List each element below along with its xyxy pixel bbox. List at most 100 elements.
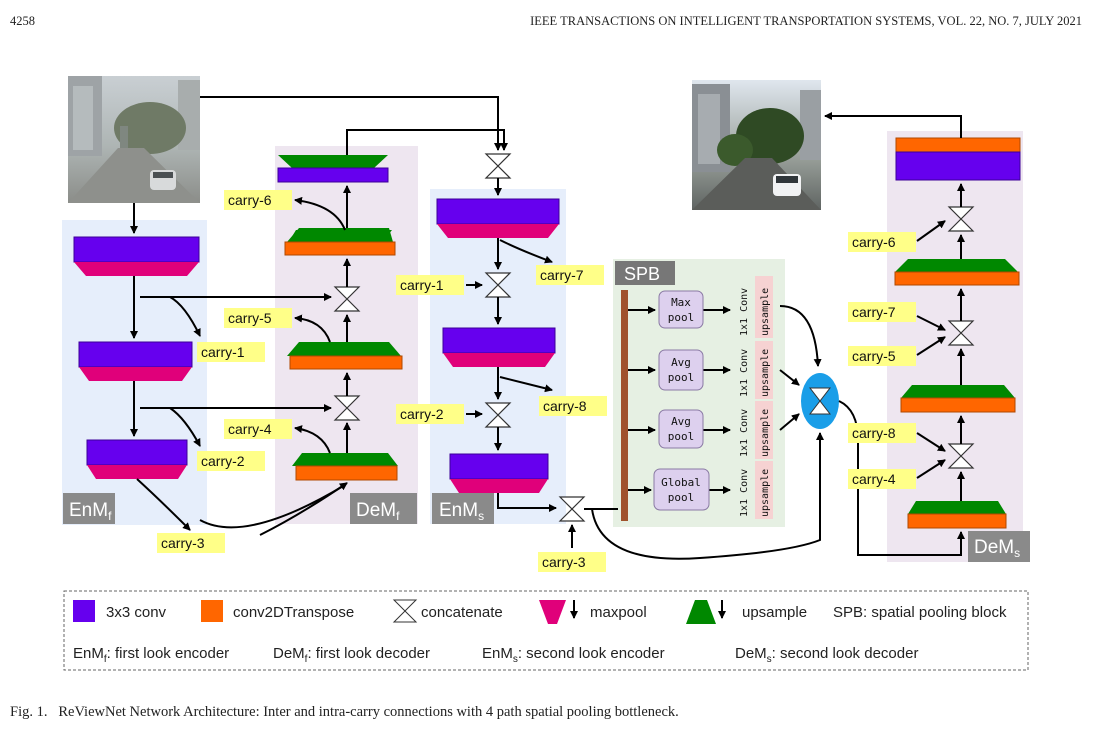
spb-pool-avg-1: Avg pool	[658, 349, 704, 391]
svg-text:upsample: upsample	[760, 409, 771, 457]
carry-label: carry-2	[201, 453, 245, 469]
enms-block-1	[436, 198, 560, 238]
concatenate-icon	[392, 599, 418, 623]
legend-conv: 3x3 conv	[106, 604, 167, 621]
journal-header: IEEE TRANSACTIONS ON INTELLIGENT TRANSPO…	[530, 14, 1082, 28]
spb-conv-upsample-columns: 1x1 Conv upsample 1x1 Conv upsample 1x1 …	[734, 276, 773, 519]
carry-label-bg	[536, 265, 604, 285]
svg-text:Avg: Avg	[671, 356, 691, 369]
dems-label: DeMs	[974, 537, 1020, 560]
dems-label-bg	[968, 531, 1030, 562]
caption-text: ReViewNet Network Architecture: Inter an…	[58, 704, 679, 720]
carry-label: carry-2	[400, 406, 444, 422]
svg-text:1x1 Conv: 1x1 Conv	[739, 349, 750, 397]
svg-text:pool: pool	[668, 311, 695, 324]
figure-caption: Fig. 1. ReViewNet Network Architecture: …	[10, 704, 679, 721]
carry-label: carry-3	[161, 535, 205, 551]
carry-label-bg	[197, 451, 265, 471]
dems-block-2	[894, 259, 1020, 286]
enms-label: EnMs	[439, 500, 484, 523]
carry-label-bg	[539, 396, 607, 416]
demf-block-2	[284, 228, 396, 256]
svg-text:Avg: Avg	[671, 415, 691, 428]
carry-label: carry-5	[852, 348, 896, 364]
demf-block-1	[277, 155, 389, 183]
spb-pool-global: Global pool	[653, 468, 710, 511]
carry-label-bg	[396, 275, 464, 295]
enmf-label: EnMf	[69, 500, 112, 523]
enms-label-bg	[432, 493, 494, 524]
svg-text:1x1 Conv: 1x1 Conv	[739, 409, 750, 457]
carry-label: carry-1	[400, 277, 444, 293]
svg-text:pool: pool	[668, 491, 695, 504]
svg-text:1x1 Conv: 1x1 Conv	[739, 288, 750, 336]
carry-label: carry-5	[228, 310, 272, 326]
carry-label: carry-7	[852, 304, 896, 320]
enms-block-3	[449, 453, 549, 493]
legend-transpose-swatch	[201, 600, 223, 622]
carry-label-bg	[224, 419, 292, 439]
dems-block-3	[900, 385, 1016, 413]
carry-label: carry-3	[542, 554, 586, 570]
carry-label: carry-6	[852, 234, 896, 250]
carry-label-bg	[197, 342, 265, 362]
legend-concat: concatenate	[421, 604, 503, 621]
demf-label-bg	[350, 493, 417, 524]
carry-label-bg	[848, 423, 916, 443]
svg-text:upsample: upsample	[760, 469, 771, 517]
legend-enmf: EnMf: first look encoder	[73, 645, 229, 665]
spb-label: SPB	[624, 264, 660, 284]
carry-label-bg	[224, 308, 292, 328]
carry-label: carry-8	[543, 398, 587, 414]
connections	[130, 96, 965, 560]
carry-label: carry-8	[852, 425, 896, 441]
legend-demf: DeMf: first look decoder	[273, 645, 430, 665]
carry-label-bg	[396, 404, 464, 424]
legend-dems: DeMs: second look decoder	[735, 645, 918, 665]
input-image	[68, 76, 200, 203]
carry-label-bg	[848, 232, 916, 252]
enmf-block-1	[73, 236, 200, 276]
dems-block-1	[895, 137, 1021, 181]
svg-text:pool: pool	[668, 371, 695, 384]
demf-label: DeMf	[356, 500, 400, 523]
svg-text:pool: pool	[668, 430, 695, 443]
svg-text:Max: Max	[671, 296, 691, 309]
carry-label: carry-4	[228, 421, 272, 437]
carry-label: carry-6	[228, 192, 272, 208]
spb-pool-max: Max pool	[658, 290, 704, 329]
dems-block-4	[907, 501, 1007, 529]
enms-block-2	[442, 327, 556, 367]
demf-block-4	[292, 453, 398, 481]
carry-label-bg	[848, 346, 916, 366]
spb-pool-avg-2: Avg pool	[658, 409, 704, 449]
carry-label: carry-7	[540, 267, 584, 283]
svg-text:Global: Global	[661, 476, 701, 489]
caption-label: Fig. 1.	[10, 704, 48, 720]
demf-block-3	[287, 342, 403, 370]
legend-box	[63, 590, 1029, 671]
svg-text:1x1 Conv: 1x1 Conv	[739, 469, 750, 517]
page-number: 4258	[10, 14, 35, 28]
upsample-swatch	[686, 600, 716, 624]
svg-text:upsample: upsample	[760, 349, 771, 397]
blue-concatenate-icon	[801, 373, 839, 429]
enmf-block-3	[86, 439, 188, 479]
legend-maxpool: maxpool	[590, 604, 647, 621]
carry-label: carry-1	[201, 344, 245, 360]
legend-transpose: conv2DTranspose	[233, 604, 354, 621]
legend-enms: EnMs: second look encoder	[482, 645, 665, 665]
enmf-block-2	[78, 341, 193, 381]
carry-label-bg	[224, 190, 292, 210]
svg-text:upsample: upsample	[760, 288, 771, 336]
concatenate-icon	[333, 153, 975, 522]
enmf-label-bg	[63, 493, 115, 524]
carry-label-bg	[538, 552, 606, 572]
maxpool-swatch	[539, 600, 566, 624]
spb-bar	[621, 290, 628, 521]
carry-label: carry-4	[852, 471, 896, 487]
carry-label-bg	[157, 533, 225, 553]
output-image	[692, 80, 821, 210]
spb-label-bg	[615, 261, 675, 285]
